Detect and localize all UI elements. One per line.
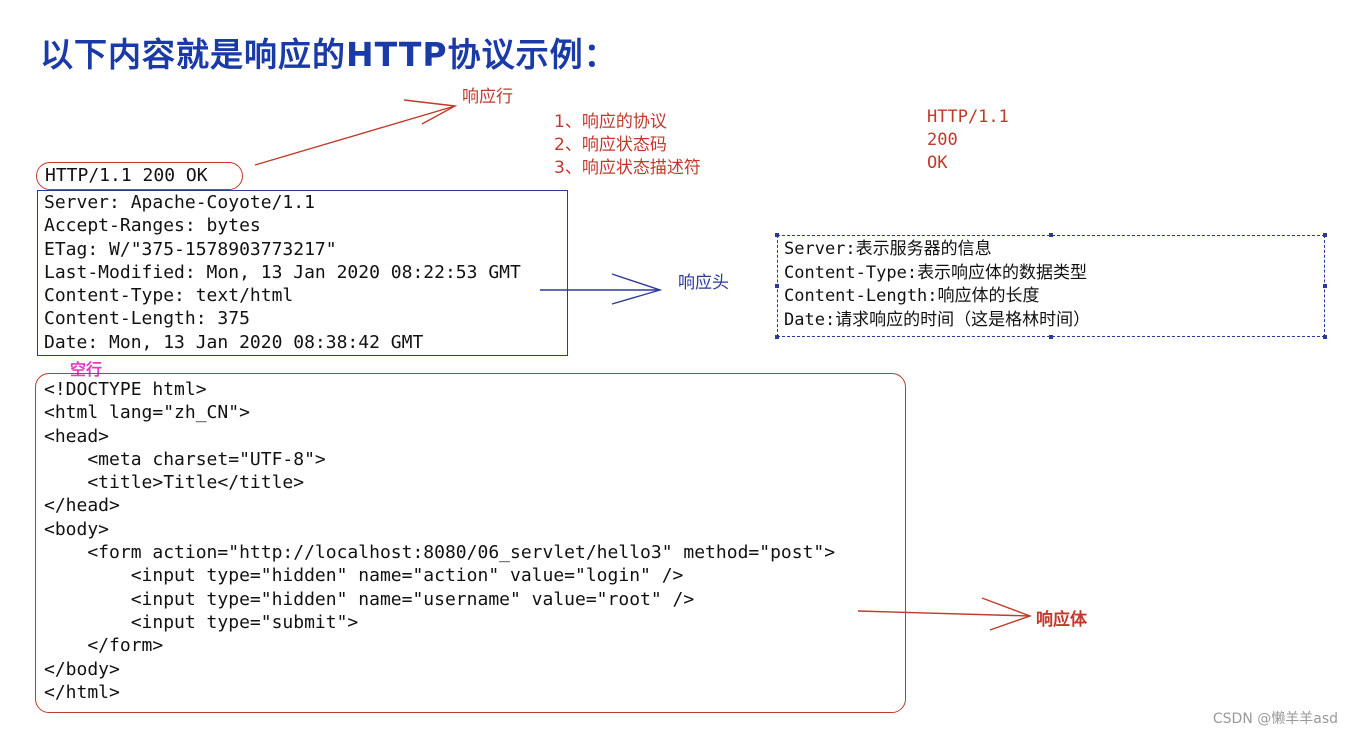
header-line: Server: Apache-Coyote/1.1 xyxy=(44,192,315,213)
watermark: CSDN @懒羊羊asd xyxy=(1212,711,1338,727)
header-description: Content-Length:响应体的长度 xyxy=(784,285,1318,309)
body-line: <head> xyxy=(44,425,110,447)
header-description-box: Server:表示服务器的信息 Content-Type:表示响应体的数据类型 … xyxy=(777,235,1325,337)
body-line: </form> xyxy=(44,635,164,657)
response-line-label: 响应行 xyxy=(462,87,513,107)
body-line: <form action="http://localhost:8080/06_s… xyxy=(44,542,836,564)
response-header-box: Server: Apache-Coyote/1.1 Accept-Ranges:… xyxy=(37,190,568,356)
body-line: </head> xyxy=(44,495,120,517)
header-line: Last-Modified: Mon, 13 Jan 2020 08:22:53… xyxy=(44,261,521,283)
header-key: Content-Type: xyxy=(784,262,918,283)
header-line: Content-Type: text/html xyxy=(44,285,294,307)
body-line: </body> xyxy=(44,658,120,680)
header-desc: 表示服务器的信息 xyxy=(855,239,992,259)
body-line: <title>Title</title> xyxy=(44,472,305,494)
header-description: Date:请求响应的时间（这是格林时间） xyxy=(784,309,1318,333)
status-part-label: 1、响应的协议 xyxy=(554,112,667,132)
blank-line-label: 空行 xyxy=(70,360,103,379)
body-line: <!DOCTYPE html> xyxy=(44,379,207,400)
header-key: Content-Length: xyxy=(784,286,938,306)
status-part-value: HTTP/1.1 xyxy=(927,107,1009,127)
body-line: <input type="hidden" name="username" val… xyxy=(44,588,695,610)
body-line: <html lang="zh_CN"> xyxy=(44,402,250,424)
header-desc: 响应体的长度 xyxy=(937,286,1040,306)
body-line: </html> xyxy=(44,681,120,703)
header-description: Server:表示服务器的信息 xyxy=(784,238,1318,262)
response-body-label: 响应体 xyxy=(1036,610,1087,630)
body-line: <body> xyxy=(44,518,110,540)
status-line: HTTP/1.1 200 OK xyxy=(36,162,243,190)
header-line: Accept-Ranges: bytes xyxy=(44,215,261,237)
body-line: <input type="submit"> xyxy=(44,611,359,633)
response-body-box: <!DOCTYPE html> <html lang="zh_CN"> <hea… xyxy=(35,373,906,713)
header-desc: 表示响应体的数据类型 xyxy=(917,262,1088,283)
header-description: Content-Type:表示响应体的数据类型 xyxy=(784,262,1318,286)
status-part-label: 2、响应状态码 xyxy=(554,135,667,155)
header-line: Date: Mon, 13 Jan 2020 08:38:42 GMT xyxy=(44,331,424,353)
page-title: 以下内容就是响应的HTTP协议示例： xyxy=(40,35,618,74)
body-line: <meta charset="UTF-8"> xyxy=(44,448,326,470)
status-part-value: 200 xyxy=(927,130,958,150)
header-line: Content-Length: 375 xyxy=(44,308,250,330)
header-line: ETag: W/"375-1578903773217" xyxy=(44,238,337,260)
header-desc: 请求响应的时间（这是格林时间） xyxy=(835,309,1091,330)
header-key: Date: xyxy=(784,309,836,330)
arrow-response-line xyxy=(254,99,458,166)
header-key: Server: xyxy=(784,239,856,259)
response-header-label: 响应头 xyxy=(678,273,729,293)
body-line: <input type="hidden" name="action" value… xyxy=(44,565,684,587)
status-part-value: OK xyxy=(927,153,948,173)
status-part-label: 3、响应状态描述符 xyxy=(554,158,701,178)
